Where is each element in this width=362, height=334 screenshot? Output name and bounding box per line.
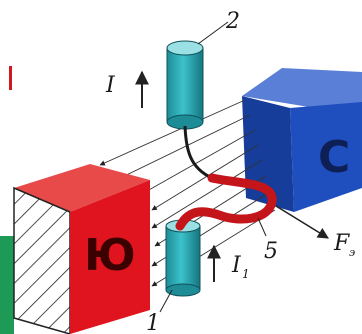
north-magnet: С <box>242 68 362 212</box>
north-pole-label: С <box>318 132 350 183</box>
electrode-top-label: 2 <box>225 9 240 34</box>
field-line <box>139 129 256 196</box>
current-bottom-label: I <box>231 253 242 278</box>
south-magnet-front <box>70 180 150 334</box>
electrode-top <box>166 40 204 130</box>
red-mark <box>9 66 12 90</box>
wire-label: 5 <box>264 239 278 264</box>
wire-red <box>175 173 277 231</box>
field-line <box>151 159 263 229</box>
force-arrow <box>275 205 329 239</box>
electrode-bottom-label: 1 <box>146 311 160 334</box>
south-magnet-hatched-side <box>13 186 71 334</box>
wire-leader <box>257 217 267 237</box>
force-label: F <box>333 231 350 256</box>
wire-thin <box>183 125 213 180</box>
current-top-label: I <box>105 73 116 98</box>
field-line <box>99 99 246 166</box>
force-subscript: э <box>349 246 355 259</box>
electrode-bottom-leader <box>159 289 173 313</box>
green-accent <box>0 236 14 334</box>
electrode-bottom <box>165 219 201 297</box>
south-magnet-top <box>14 164 150 212</box>
north-magnet-top <box>242 68 362 108</box>
current-bottom-subscript: 1 <box>242 267 250 281</box>
south-magnet: Ю <box>13 164 150 334</box>
field-line <box>151 144 259 211</box>
electrode-top-leader <box>197 21 229 45</box>
south-pole-label: Ю <box>84 230 136 281</box>
field-line <box>111 114 251 183</box>
north-magnet-front <box>290 102 362 212</box>
